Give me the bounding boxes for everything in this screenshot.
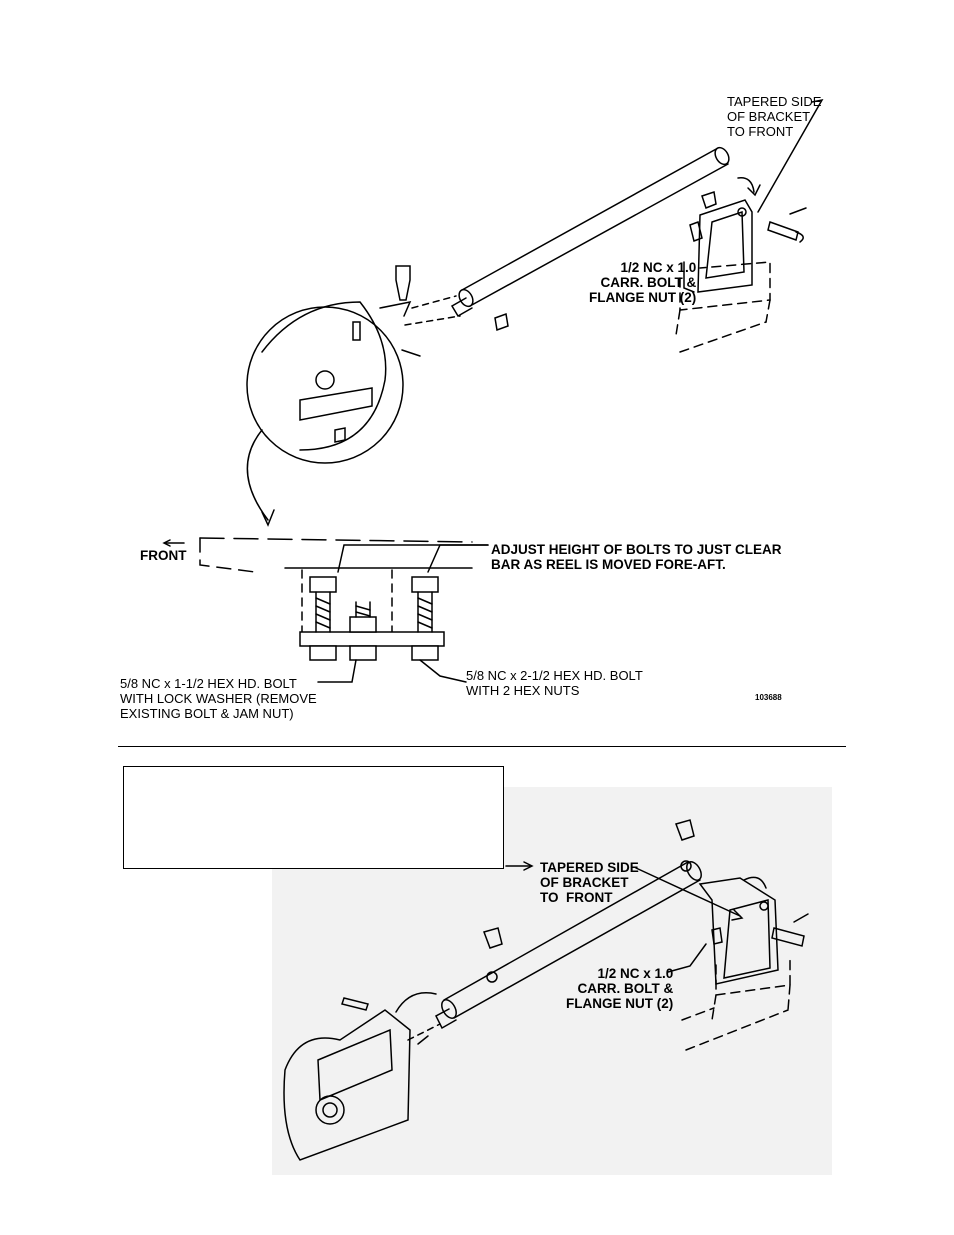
upper-leader-lines xyxy=(162,98,824,683)
upper-reel-tube xyxy=(450,146,730,318)
lower-reel-tube xyxy=(435,860,702,1030)
lower-reel-arm xyxy=(283,992,437,1161)
section-divider xyxy=(118,746,846,747)
part-number-label: 103688 xyxy=(755,693,782,702)
detail-arrow xyxy=(246,429,275,527)
upper-grease-fitting xyxy=(494,191,717,332)
upper-bolt-detail xyxy=(199,537,473,661)
lower-hitch-pin xyxy=(771,913,809,947)
upper-alignment-lines xyxy=(404,295,461,326)
lower-tapered-side-label: TAPERED SIDE OF BRACKET TO FRONT xyxy=(540,860,639,905)
lower-leader-lines xyxy=(505,861,744,973)
note-box xyxy=(123,766,504,869)
lower-carriage-bolt-label: 1/2 NC x 1.0 CARR. BOLT & FLANGE NUT (2) xyxy=(566,966,674,1011)
upper-carriage-bolt xyxy=(689,221,703,242)
short-bolt-label: 5/8 NC x 1-1/2 HEX HD. BOLT WITH LOCK WA… xyxy=(120,676,317,721)
tapered-side-label: TAPERED SIDE OF BRACKET TO FRONT xyxy=(727,94,822,139)
upper-detail-circle xyxy=(246,300,421,464)
upper-hitch-pin xyxy=(767,207,807,243)
lower-grease-fitting xyxy=(483,819,695,949)
front-label: FRONT xyxy=(140,548,187,563)
long-bolt-label: 5/8 NC x 2-1/2 HEX HD. BOLT WITH 2 HEX N… xyxy=(466,668,643,698)
adjust-height-note: ADJUST HEIGHT OF BOLTS TO JUST CLEAR BAR… xyxy=(491,542,782,572)
upper-bracket xyxy=(697,177,761,293)
lower-bracket xyxy=(698,876,779,985)
lower-mount-base xyxy=(681,959,791,1051)
upper-mount-base xyxy=(675,261,771,353)
carriage-bolt-label: 1/2 NC x 1.0 CARR. BOLT & FLANGE NUT (2) xyxy=(589,260,697,305)
lower-carriage-bolt xyxy=(711,927,723,945)
upper-pivot-bolt xyxy=(395,265,411,301)
lower-alignment-lines xyxy=(407,1023,441,1041)
